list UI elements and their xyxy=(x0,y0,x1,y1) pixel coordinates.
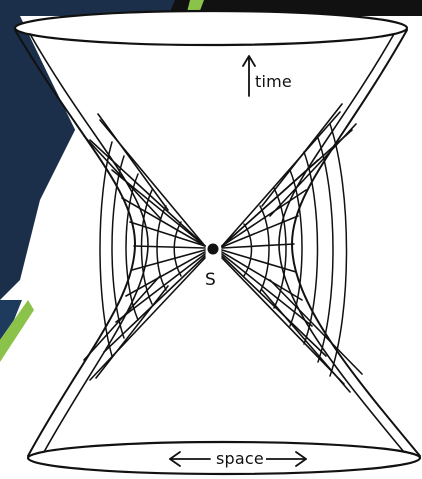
left-outer-boundary xyxy=(15,30,135,456)
cone-edge-line xyxy=(270,280,362,374)
cone-edge-line xyxy=(262,290,350,392)
right-arc xyxy=(318,138,333,362)
cone-edge-line xyxy=(270,124,356,216)
right-ray xyxy=(222,252,302,300)
top-ellipse xyxy=(15,11,407,45)
time-axis-label: time xyxy=(255,72,292,91)
filled-dot-icon xyxy=(208,244,219,255)
right-ray xyxy=(222,160,318,246)
up-arrow-icon xyxy=(243,56,255,96)
right-ray xyxy=(222,244,294,248)
cone-edge-line xyxy=(84,136,160,218)
left-ray xyxy=(90,258,205,380)
source-point-label: S xyxy=(205,270,216,290)
left-arc xyxy=(126,174,138,320)
left-web-arcs xyxy=(100,142,181,356)
left-ray xyxy=(90,140,205,246)
left-outer-boundary-inner xyxy=(30,34,148,452)
left-ray xyxy=(134,246,205,248)
right-outer-boundary-inner xyxy=(279,34,404,452)
space-axis-label: space xyxy=(214,449,266,468)
